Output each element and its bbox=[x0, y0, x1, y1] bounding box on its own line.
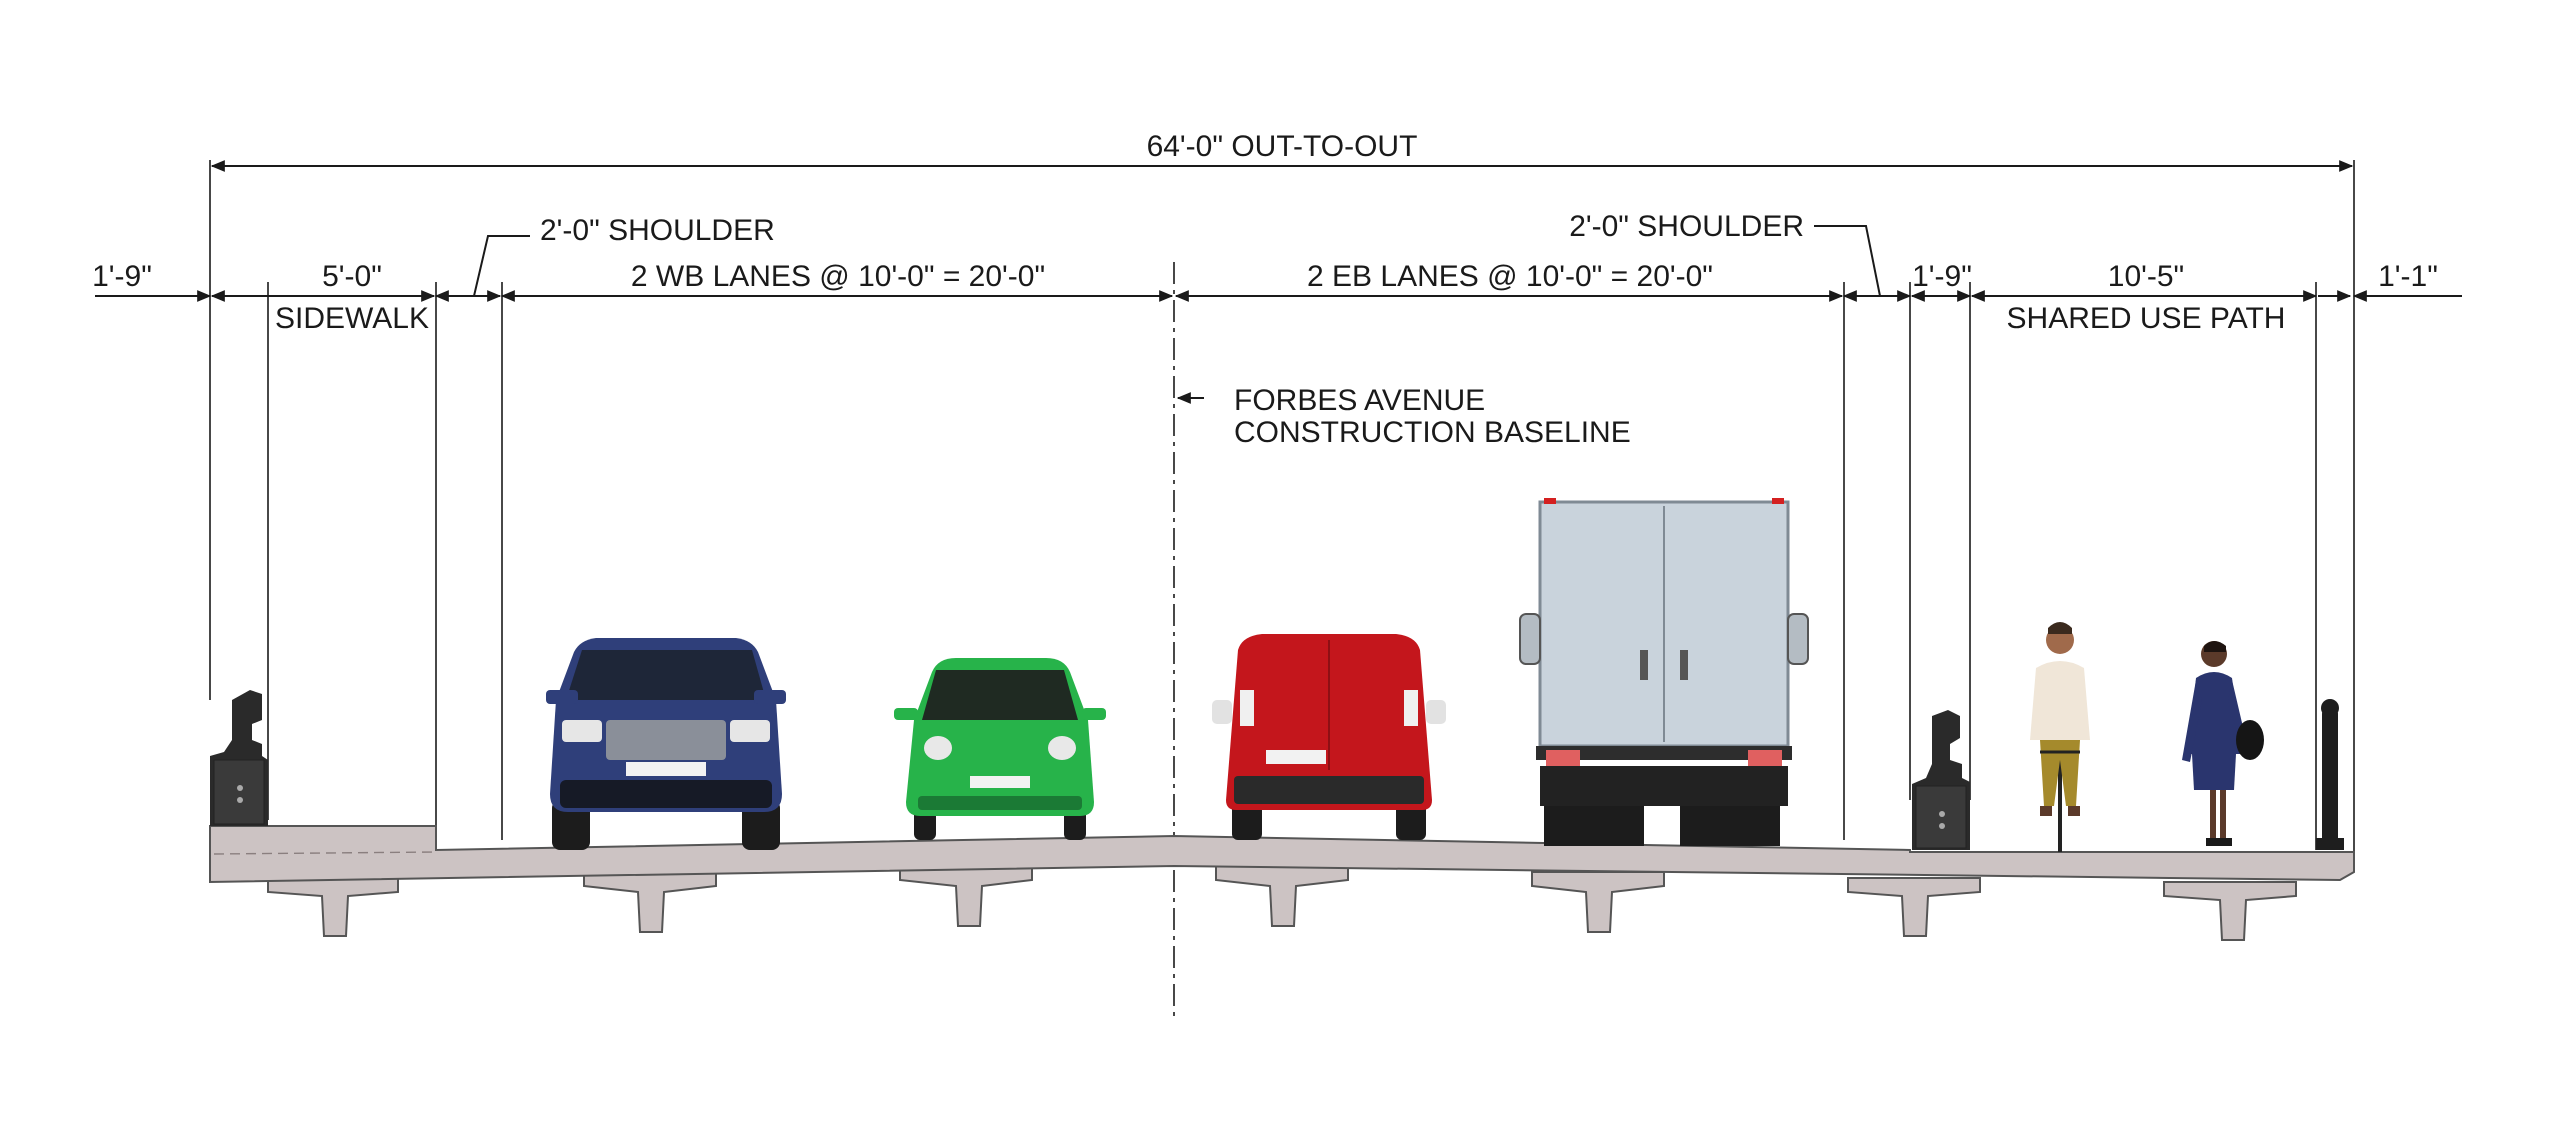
baseline-label-line1: FORBES AVENUE bbox=[1234, 384, 1485, 417]
left-shoulder-label: 2'-0" SHOULDER bbox=[540, 214, 775, 247]
right-overhang-label: 1'-1" bbox=[2378, 260, 2438, 293]
path-label: SHARED USE PATH bbox=[2007, 302, 2286, 335]
sidewalk-label: SIDEWALK bbox=[275, 302, 429, 335]
pedestrian-icon bbox=[2182, 641, 2264, 846]
sidewalk-width-label: 5'-0" bbox=[322, 260, 382, 293]
railing-post-icon bbox=[2316, 699, 2344, 850]
baseline-label-line2: CONSTRUCTION BASELINE bbox=[1234, 416, 1631, 449]
compact-car-icon bbox=[894, 658, 1106, 840]
barrier-width-label: 1'-9" bbox=[1912, 260, 1972, 293]
wb-lanes-label: 2 WB LANES @ 10'-0" = 20'-0" bbox=[631, 260, 1045, 293]
dimension-row: 1'-9" 5'-0" SIDEWALK 2'-0" SHOULDER 2 WB… bbox=[92, 210, 2462, 335]
left-overhang-label: 1'-9" bbox=[92, 260, 152, 293]
box-truck-icon bbox=[1519, 498, 1809, 846]
bridge-deck bbox=[209, 690, 2355, 941]
traffic-barrier-icon bbox=[210, 690, 268, 826]
right-shoulder-label: 2'-0" SHOULDER bbox=[1569, 210, 1804, 243]
path-width-label: 10'-5" bbox=[2108, 260, 2184, 293]
extension-lines bbox=[209, 160, 2355, 860]
girders bbox=[267, 865, 2297, 941]
van-icon bbox=[1212, 634, 1446, 840]
overall-dimension-label: 64'-0" OUT-TO-OUT bbox=[1147, 130, 1418, 163]
construction-baseline: FORBES AVENUE CONSTRUCTION BASELINE bbox=[1173, 262, 1631, 1018]
eb-lanes-label: 2 EB LANES @ 10'-0" = 20'-0" bbox=[1307, 260, 1713, 293]
traffic-barrier-icon bbox=[1912, 710, 1970, 850]
cyclist-icon bbox=[2030, 622, 2090, 852]
overall-dimension: 64'-0" OUT-TO-OUT bbox=[210, 130, 2354, 172]
suv-icon bbox=[546, 638, 786, 850]
